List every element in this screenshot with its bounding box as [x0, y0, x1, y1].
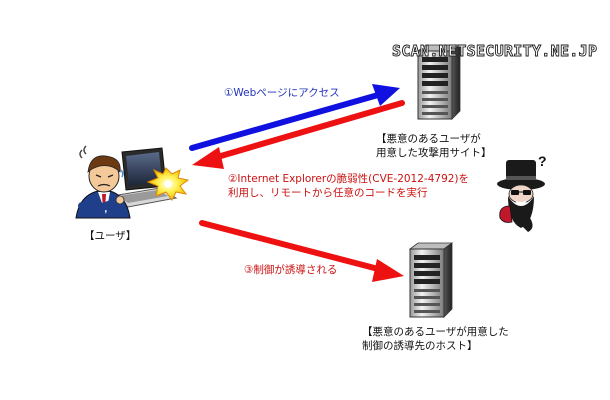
step-1-label: ①Webページにアクセス: [224, 87, 340, 99]
control-host-label-line1: 【悪意のあるユーザが用意した: [362, 326, 509, 338]
step-3-label: ③制御が誘導される: [244, 264, 338, 276]
user-node-label: 【ユーザ】: [84, 230, 137, 242]
attack-server-icon: [416, 44, 462, 120]
arrow-redirect: [199, 220, 404, 282]
arrow-exploit: [192, 100, 405, 169]
step-2-label-line2: 利用し、リモートから任意のコードを実行: [228, 187, 428, 199]
user-laptop-icon: [75, 145, 190, 219]
step-2-label-line1: ②Internet Explorerの脆弱性(CVE-2012-4792)を: [228, 173, 470, 185]
control-server-icon: [408, 242, 454, 318]
attack-site-label-line1: 【悪意のあるユーザが: [376, 133, 481, 145]
user-person-icon: [75, 145, 131, 219]
arrow-access: [189, 84, 400, 151]
control-host-label-line2: 制御の誘導先のホスト】: [362, 340, 478, 352]
watermark-text: SCAN.NETSECURITY.NE.JP: [392, 42, 598, 61]
svg-text:?: ?: [538, 153, 547, 169]
exploit-burst-icon: [146, 167, 190, 201]
attacker-icon: ?: [497, 153, 547, 232]
attack-site-label-line2: 用意した攻撃用サイト】: [376, 147, 492, 159]
